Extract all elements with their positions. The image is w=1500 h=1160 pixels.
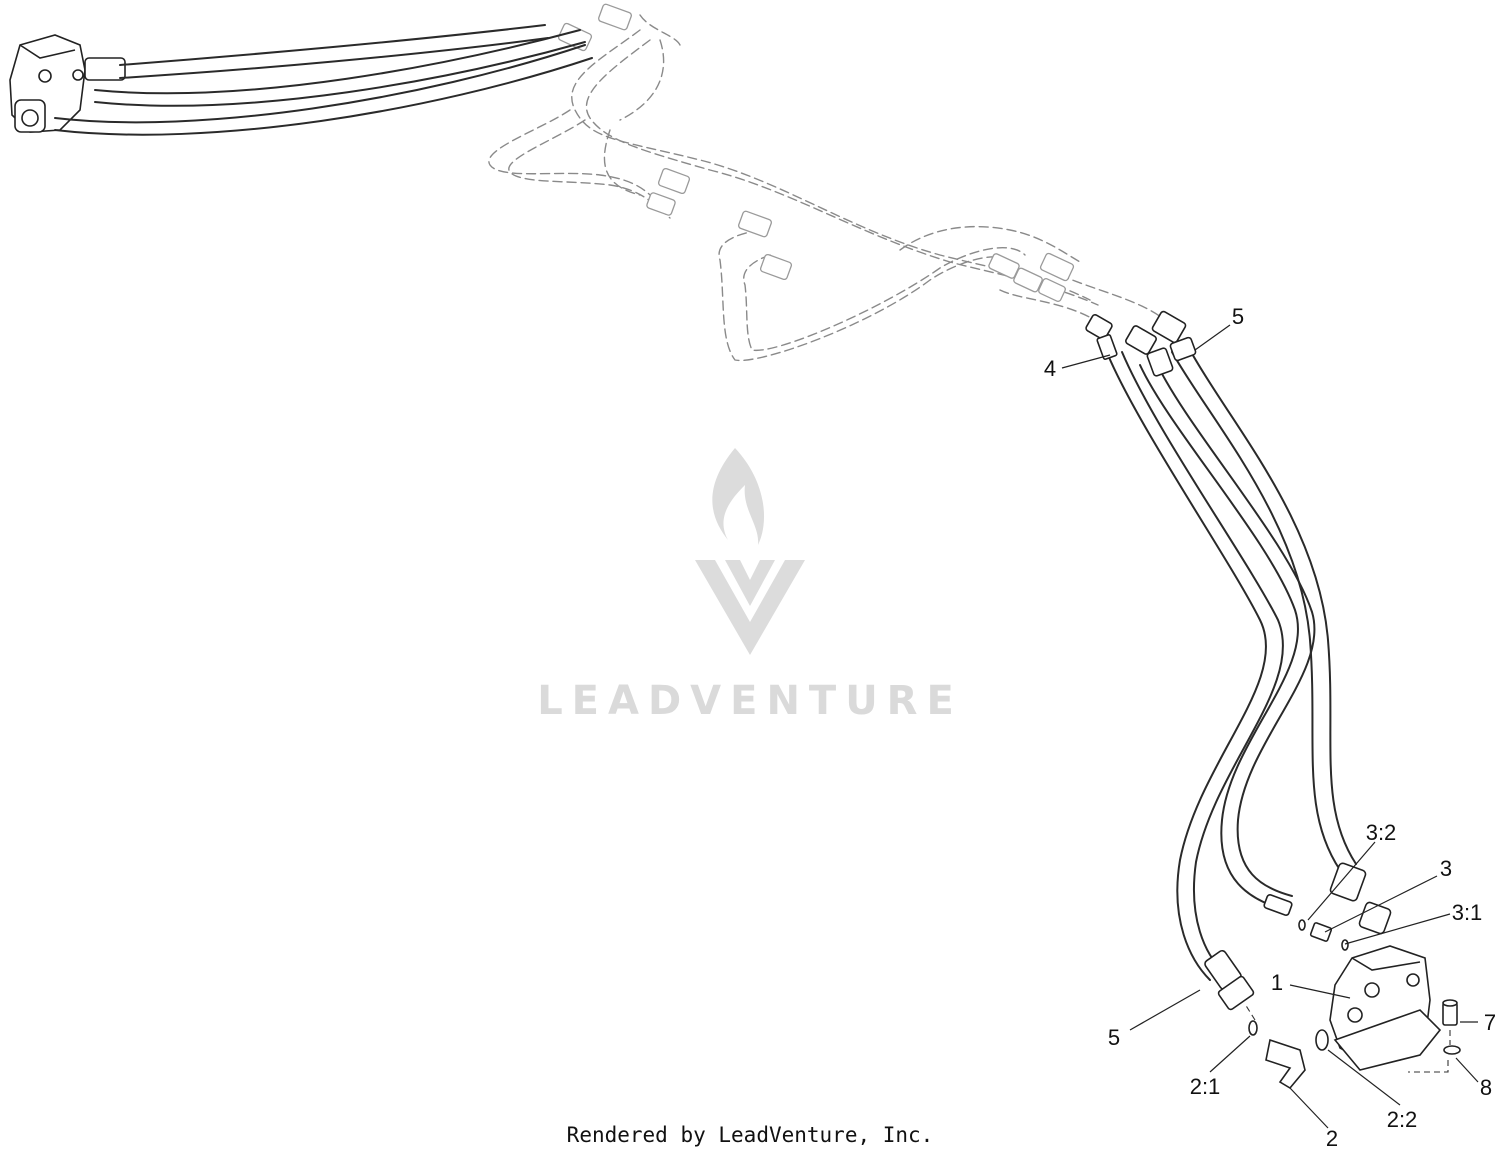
callout-labels: 1 2 2:1 2:2 3 3:1 3:2 4 5 5 7 8 (1044, 304, 1496, 1151)
callout-3: 3 (1440, 856, 1452, 881)
callout-4: 4 (1044, 356, 1056, 381)
reference-fittings (557, 3, 1075, 302)
callout-3-2: 3:2 (1366, 820, 1397, 845)
callout-2: 2 (1326, 1126, 1338, 1151)
footer-credit: Rendered by LeadVenture, Inc. (566, 1123, 934, 1147)
watermark-text: LEADVENTURE (537, 678, 963, 724)
upper-hoses (54, 24, 593, 136)
callout-1: 1 (1271, 970, 1283, 995)
leader-lines (1061, 324, 1479, 1129)
callout-2-1: 2:1 (1190, 1074, 1221, 1099)
small-parts (1248, 919, 1461, 1090)
callout-5-upper: 5 (1232, 304, 1244, 329)
upper-left-motor (9, 34, 126, 133)
callout-7: 7 (1484, 1010, 1496, 1035)
callout-3-1: 3:1 (1452, 900, 1483, 925)
main-hose-fittings (1085, 310, 1392, 1011)
reference-hoses (488, 14, 1166, 362)
main-hoses (1107, 349, 1357, 981)
callout-8: 8 (1480, 1075, 1492, 1100)
callout-2-2: 2:2 (1387, 1107, 1418, 1132)
lower-right-motor (1329, 945, 1442, 1071)
callout-5-lower: 5 (1108, 1025, 1120, 1050)
leadventure-logo-watermark: LEADVENTURE (537, 448, 963, 724)
